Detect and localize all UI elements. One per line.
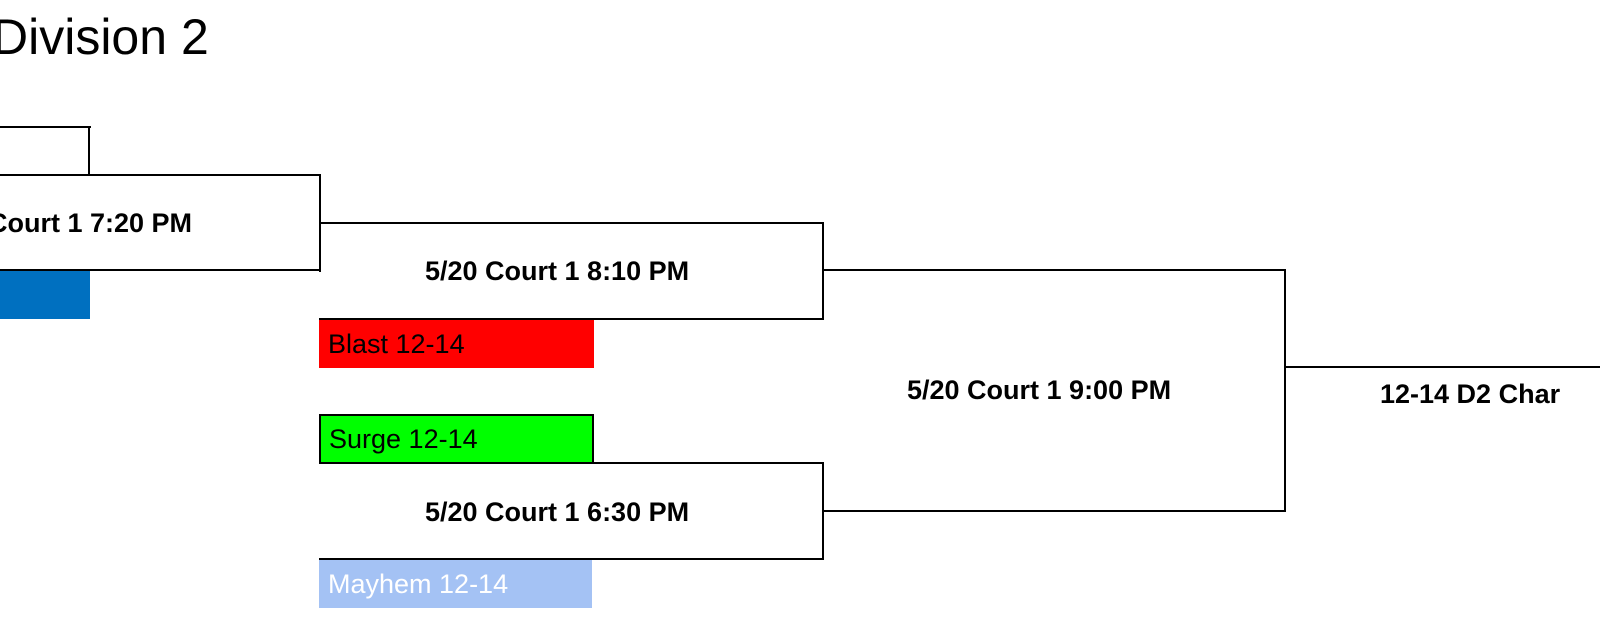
bracket-line: [319, 222, 824, 224]
game-label: 5/20 Court 1 9:00 PM: [907, 375, 1172, 405]
bracket-line: [1286, 366, 1600, 368]
bracket-line: [0, 269, 321, 271]
bracket-line: [822, 222, 824, 320]
bracket-line: [88, 126, 90, 176]
bracket-line: [824, 269, 1286, 271]
bracket-line: [0, 126, 91, 128]
game-label: 5/20 Court 1 6:30 PM: [425, 497, 690, 527]
bracket-line: [1284, 269, 1286, 512]
bracket-line: [0, 174, 321, 176]
division-title: Division 2: [0, 9, 209, 65]
team-box-surge: Surge 12-14: [319, 414, 594, 462]
game-label: Court 1 7:20 PM: [0, 208, 193, 238]
bracket-line: [319, 558, 824, 560]
bracket-line: [824, 510, 1286, 512]
game-label: 5/20 Court 1 8:10 PM: [425, 256, 690, 286]
final-label: 12-14 D2 Char: [1380, 379, 1561, 409]
team-box-blast: Blast 12-14: [319, 320, 594, 368]
team-box: [0, 271, 90, 319]
bracket-line: [822, 462, 824, 560]
bracket-line: [319, 462, 824, 464]
bracket-line: [319, 318, 824, 320]
team-box-mayhem: Mayhem 12-14: [319, 560, 592, 608]
